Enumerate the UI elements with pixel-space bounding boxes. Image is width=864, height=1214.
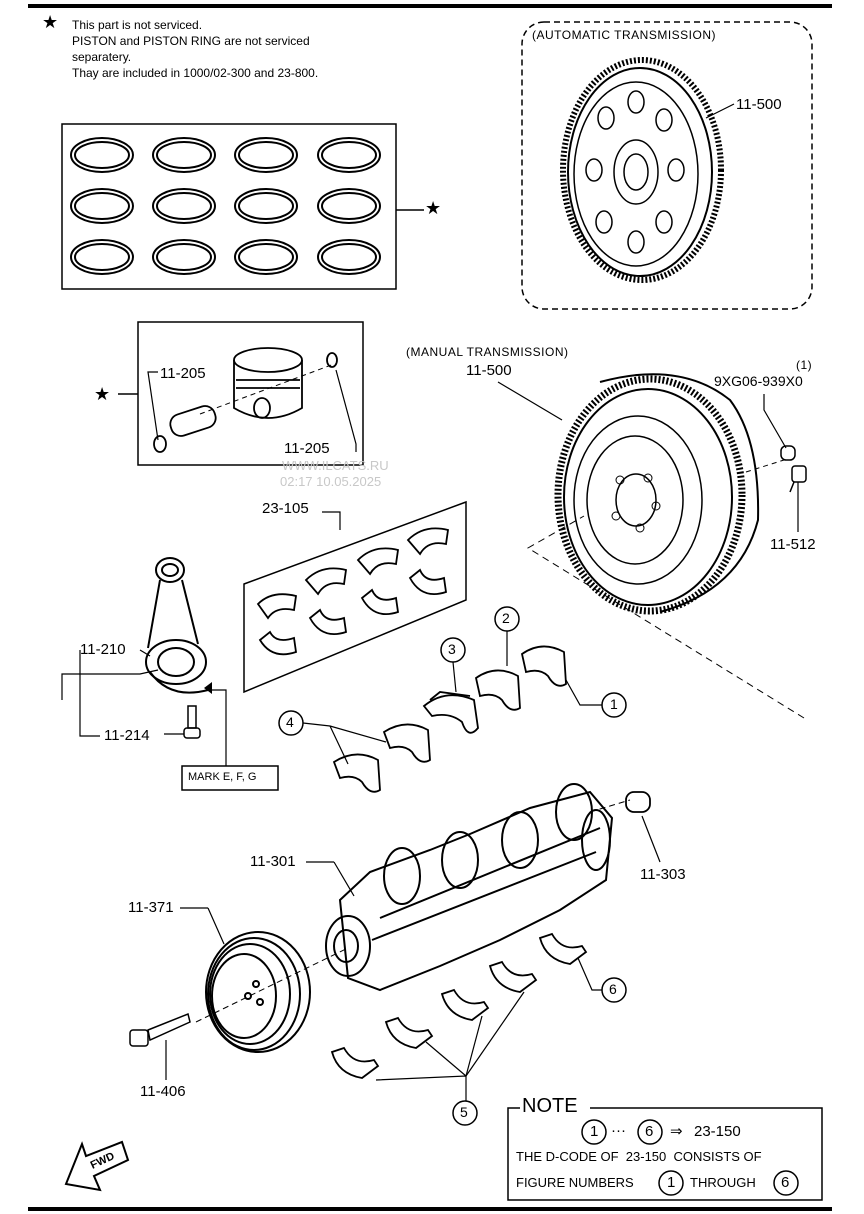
bearing-shells <box>256 527 450 656</box>
main-bearings <box>330 932 588 1079</box>
figure-number-2[interactable]: 2 <box>502 610 510 626</box>
bottom-rule <box>28 1207 832 1211</box>
pulley-bolt-callout[interactable]: 11-406 <box>140 1083 186 1100</box>
flywheel-bushing <box>780 445 807 493</box>
flywheel-auto-callout[interactable]: 11-500 <box>736 96 782 113</box>
note-title: NOTE <box>522 1095 578 1117</box>
note-n6: 6 <box>781 1174 790 1191</box>
conrod-bolt-callout[interactable]: 11-214 <box>104 727 150 744</box>
note-line-1: This part is not serviced. <box>72 18 203 32</box>
star-icon: ★ <box>42 12 59 32</box>
note-arrow: ⇒ <box>670 1123 683 1140</box>
auto-transmission-box <box>521 21 813 310</box>
manual-transmission-label: (MANUAL TRANSMISSION) <box>406 345 569 359</box>
note-line-3a: FIGURE NUMBERS <box>516 1175 634 1190</box>
note-ellipsis: ··· <box>611 1122 626 1139</box>
note-line-3b: THROUGH <box>690 1175 756 1190</box>
note-line-2: THE D-CODE OF 23-150 CONSISTS OF <box>516 1149 762 1164</box>
pilot-bearing-callout[interactable]: 11-303 <box>640 866 686 883</box>
figure-number-1[interactable]: 1 <box>610 696 618 712</box>
figure-number-6[interactable]: 6 <box>609 981 617 997</box>
mark-label: MARK E, F, G <box>188 771 257 783</box>
note-to: 6 <box>645 1123 654 1140</box>
pulley-bolt <box>129 1012 191 1047</box>
conrod-callout[interactable]: 11-210 <box>80 641 126 658</box>
connecting-rod <box>145 557 209 694</box>
watermark-time: 02:17 10.05.2025 <box>280 474 382 489</box>
bushing-callout[interactable]: 9XG06-939X0 <box>714 373 803 389</box>
piston-clip-callout[interactable]: 11-205 <box>160 365 206 382</box>
note-box <box>507 1107 823 1201</box>
bushing-qty: (1) <box>796 358 813 372</box>
auto-transmission-label: (AUTOMATIC TRANSMISSION) <box>532 28 717 42</box>
note-line-4: Thay are included in 1000/02-300 and 23-… <box>72 66 319 80</box>
bearing-set-callout[interactable]: 23-105 <box>262 500 309 517</box>
figure-number-5[interactable]: 5 <box>460 1104 468 1120</box>
drive-plate <box>560 57 724 283</box>
star-icon: ★ <box>425 198 442 218</box>
crank-pulley <box>205 931 311 1053</box>
piston <box>153 347 338 453</box>
flywheel-manual-callout[interactable]: 11-500 <box>466 362 512 379</box>
piston-ring-box <box>61 123 397 290</box>
service-note: This part is not serviced. PISTON and PI… <box>72 17 318 81</box>
mark-box <box>181 765 279 791</box>
note-line-2: PISTON and PISTON RING are not serviced <box>72 34 310 48</box>
crankshaft <box>325 783 614 992</box>
bearing-panel <box>243 500 467 694</box>
conrod-bolt <box>183 705 201 739</box>
fwd-arrow <box>64 1140 130 1192</box>
note-line-3: separatery. <box>72 50 132 64</box>
piston-rings <box>70 137 381 275</box>
watermark-site: WWW.ILCATS.RU <box>282 458 389 473</box>
note-n1: 1 <box>667 1174 676 1191</box>
flywheel-bolt-callout[interactable]: 11-512 <box>770 536 816 553</box>
flywheel <box>554 373 760 615</box>
star-icon: ★ <box>94 384 111 404</box>
piston-clip-callout[interactable]: 11-205 <box>284 440 330 457</box>
thrust-bearings <box>332 645 567 793</box>
figure-number-3[interactable]: 3 <box>448 641 456 657</box>
pilot-bearing <box>625 791 651 813</box>
crankshaft-callout[interactable]: 11-301 <box>250 853 296 870</box>
note-from: 1 <box>590 1123 599 1140</box>
pulley-callout[interactable]: 11-371 <box>128 899 174 916</box>
top-rule <box>28 4 832 8</box>
figure-number-4[interactable]: 4 <box>286 714 294 730</box>
note-code: 23-150 <box>694 1123 741 1140</box>
